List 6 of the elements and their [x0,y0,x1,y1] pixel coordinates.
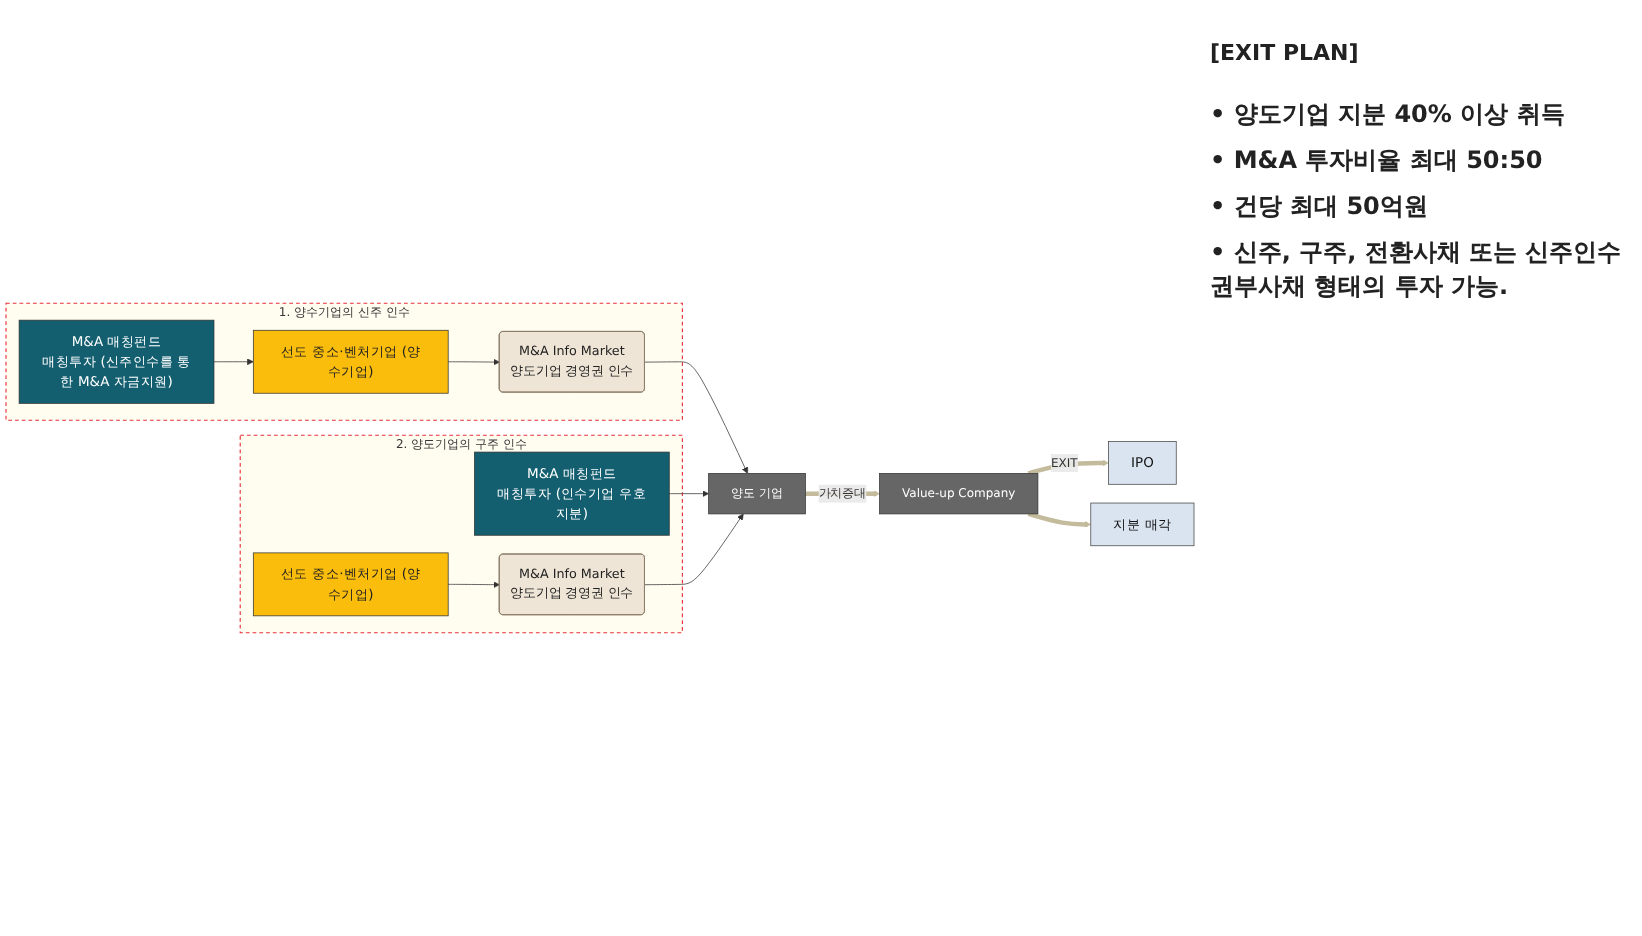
bullet-note: • M&A 투자비율 최대 50:50 [1210,144,1545,178]
bullet-note: • 건당 최대 50억원 [1210,190,1430,224]
bullet-note: • 신주, 구주, 전환사채 또는 신주인수권부사채 형태의 투자 가능. [1210,236,1624,304]
arrow [1027,511,1092,528]
bullet-note: • 양도기업 지분 40% 이상 취득 [1210,98,1567,132]
section-heading: [EXIT PLAN] [1210,40,1361,66]
